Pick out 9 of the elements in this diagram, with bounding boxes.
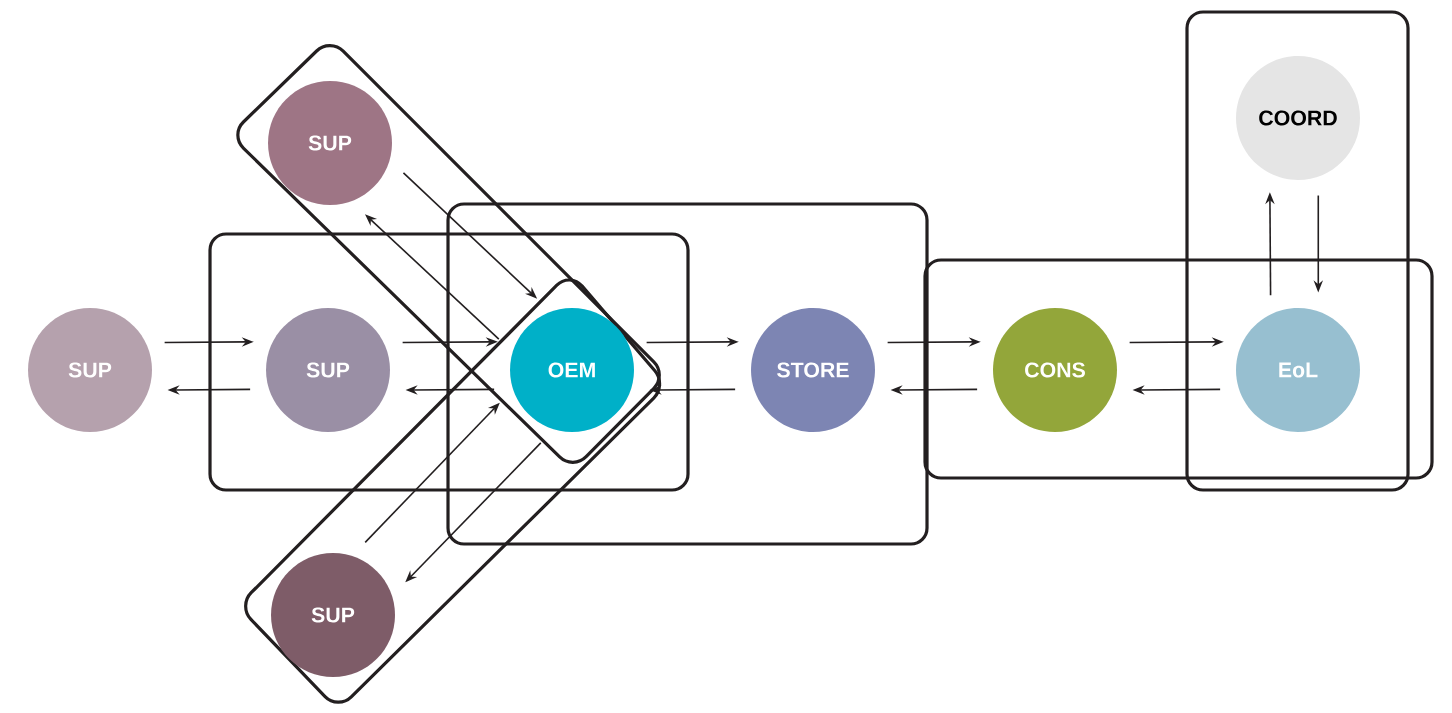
- circle-node: SUP: [266, 308, 390, 432]
- circle-node: SUP: [271, 553, 395, 677]
- circle-node: COORD: [1236, 56, 1360, 180]
- circle-node: SUP: [268, 81, 392, 205]
- circle-node: SUP: [28, 308, 152, 432]
- circle-node: EoL: [1236, 308, 1360, 432]
- circle-node: CONS: [993, 308, 1117, 432]
- circle-node: OEM: [510, 308, 634, 432]
- circle-node: STORE: [751, 308, 875, 432]
